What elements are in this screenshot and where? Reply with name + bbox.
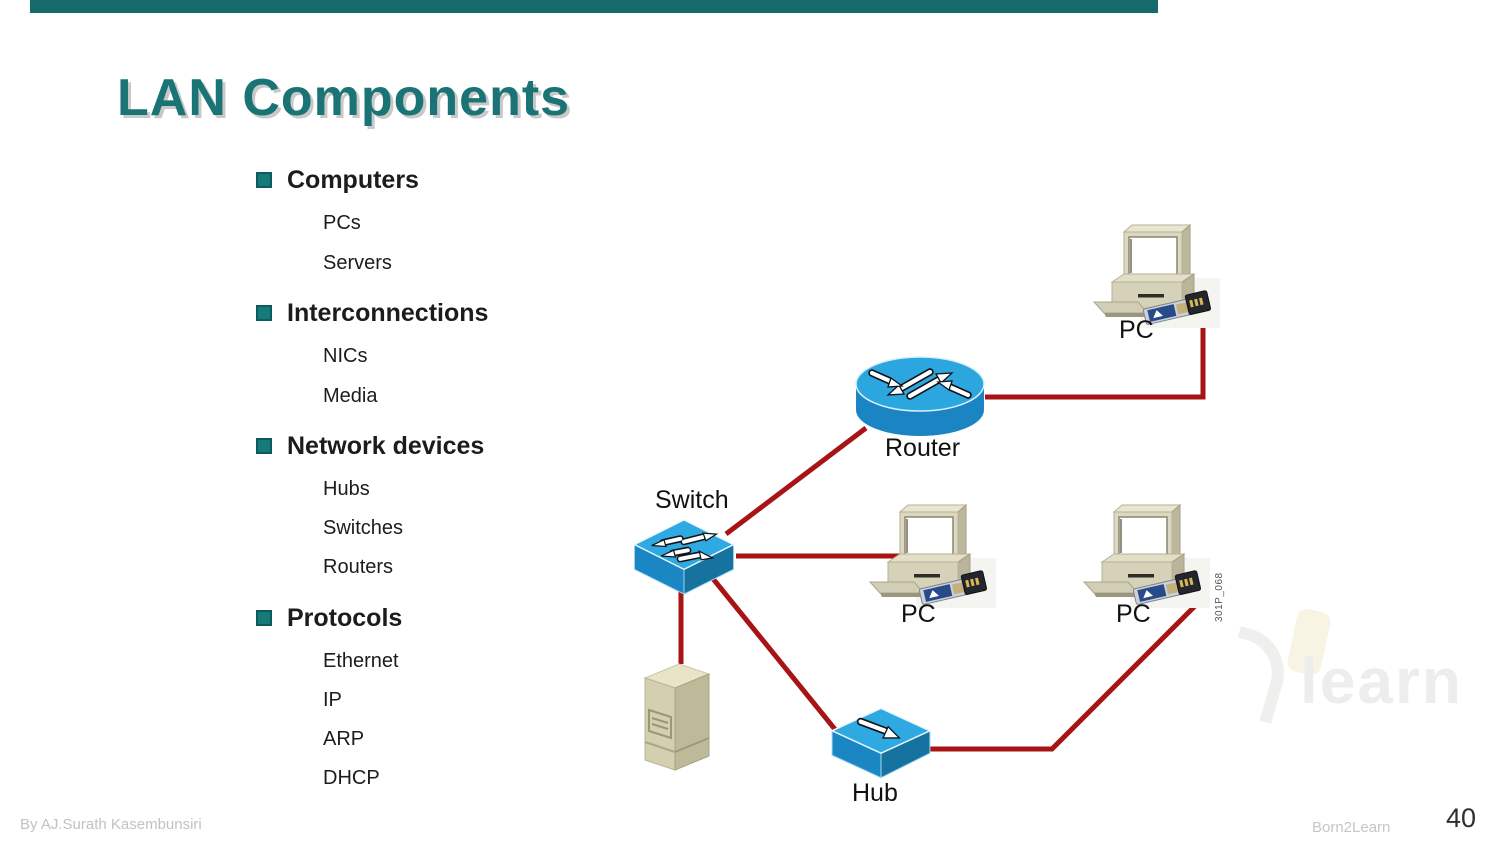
hub-label: Hub	[852, 779, 898, 807]
pc-middle-icon	[866, 498, 998, 610]
outline-subitem: DHCP	[323, 766, 380, 789]
outline-subitem: Ethernet	[323, 649, 399, 672]
page-number: 40	[1446, 803, 1477, 833]
nic-part-number: 301P_068	[1214, 572, 1225, 622]
outline-item-label: Interconnections	[287, 298, 489, 327]
outline-subitem: Hubs	[323, 477, 370, 500]
bullet-square-icon	[256, 305, 272, 321]
hub-icon	[828, 702, 934, 782]
outline-subitem: Switches	[323, 516, 404, 539]
pc-right-icon	[1080, 498, 1212, 610]
outline-subitem: Routers	[323, 555, 394, 578]
router-icon	[852, 348, 988, 448]
switch-label: Switch	[655, 486, 729, 514]
pc-top-icon	[1090, 218, 1222, 330]
outline-subitem: NICs	[323, 344, 368, 367]
watermark-text: learn	[1300, 645, 1463, 717]
switch-icon	[630, 516, 738, 596]
link-hub-pc-right	[928, 600, 1201, 752]
footer-author: By AJ.Surath Kasembunsiri	[20, 816, 202, 833]
bullet-square-icon	[256, 610, 272, 626]
outline-item-label: Network devices	[287, 431, 485, 460]
outline-item-label: Computers	[287, 165, 419, 194]
link-router-pc-top	[985, 312, 1206, 400]
pc-top-label: PC	[1119, 316, 1154, 344]
bullet-square-icon	[256, 172, 272, 188]
outline-item: Computers	[256, 165, 419, 195]
outline-item: Network devices	[256, 431, 484, 461]
router-label: Router	[885, 434, 961, 462]
top-accent-bar	[30, 0, 1158, 13]
pc-middle-label: PC	[901, 600, 936, 628]
outline-subitem: Servers	[323, 251, 392, 274]
bullet-square-icon	[256, 438, 272, 454]
server-icon	[637, 660, 715, 774]
outline-list: Computers PCs Servers Interconnections N…	[0, 0, 560, 842]
outline-subitem: PCs	[323, 211, 361, 234]
outline-item: Protocols	[256, 603, 402, 633]
link-switch-hub	[708, 573, 844, 740]
footer-brand: Born2Learn	[1312, 819, 1391, 836]
outline-item: Interconnections	[256, 298, 488, 328]
link-router-switch	[724, 426, 868, 536]
pc-right-label: PC	[1116, 600, 1151, 628]
outline-subitem: IP	[323, 688, 342, 711]
outline-item-label: Protocols	[287, 603, 403, 632]
outline-subitem: Media	[323, 384, 378, 407]
page-title: LAN Components	[117, 69, 571, 127]
outline-subitem: ARP	[323, 727, 365, 750]
